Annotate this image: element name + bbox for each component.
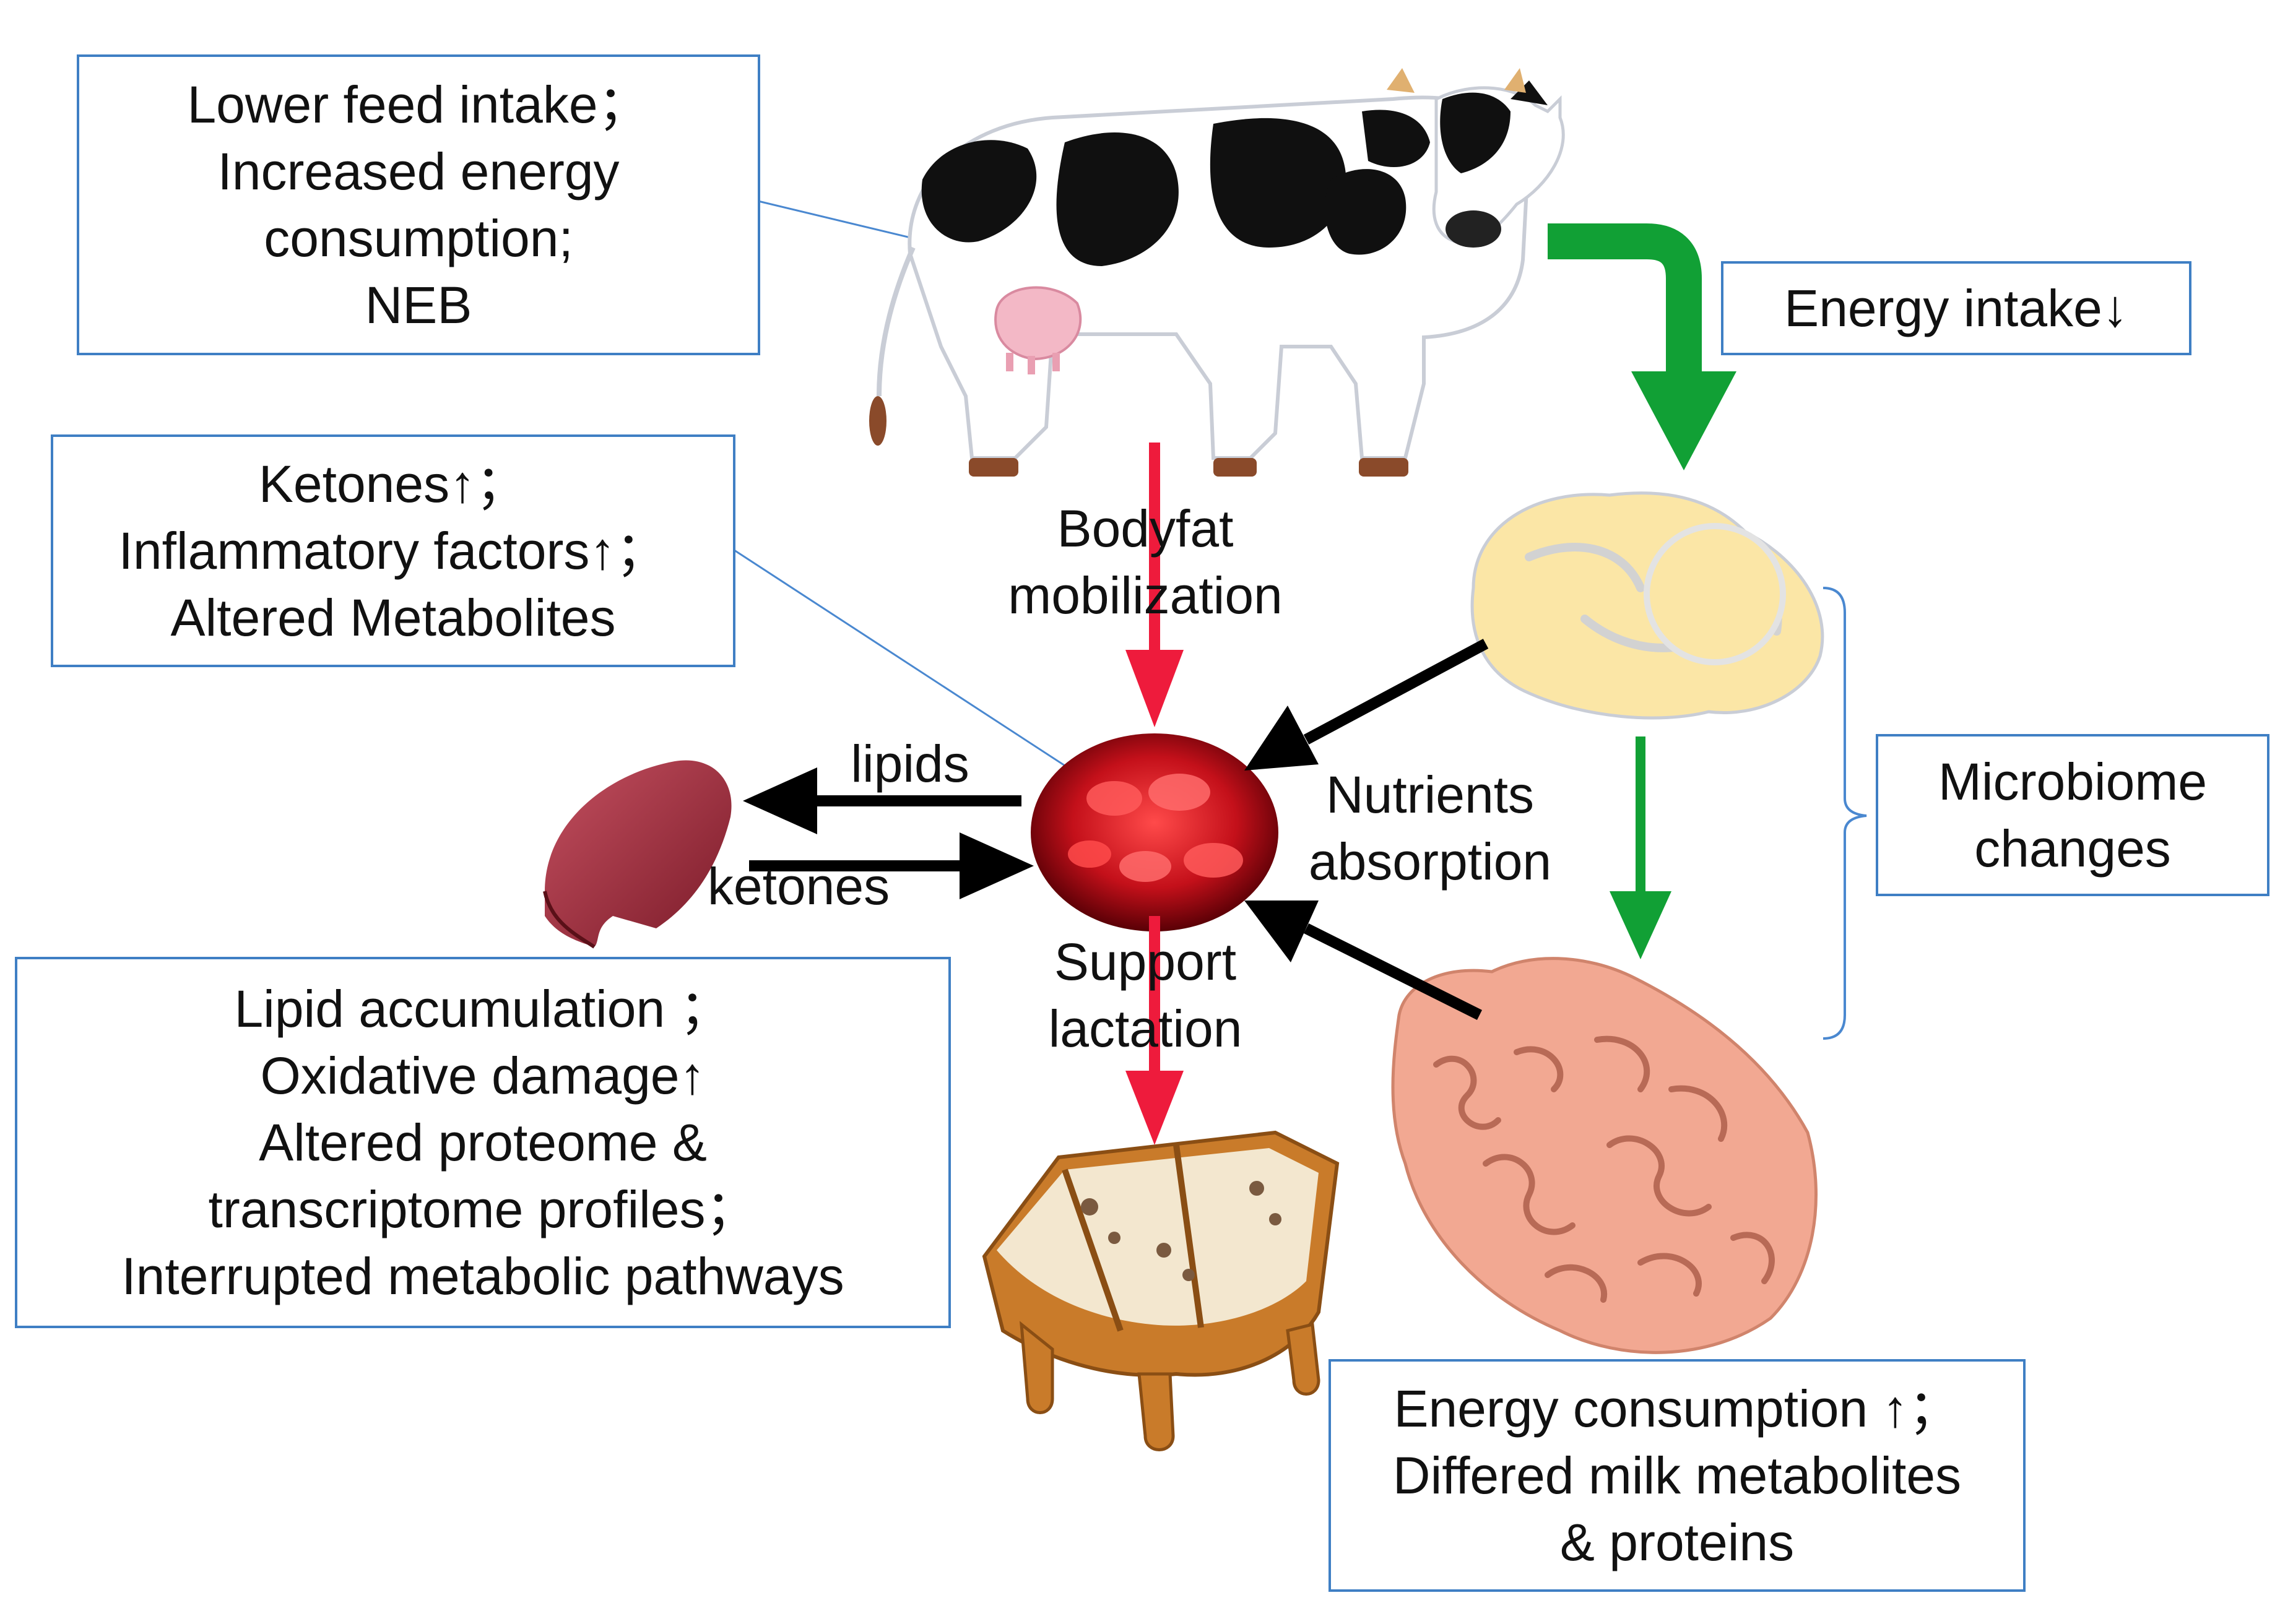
mammary-changes-line: Differed milk metabolites [1392,1446,1962,1505]
mammary-changes-line: & proteins [1559,1513,1795,1571]
liver-changes-line: Lipid accumulation ； [234,980,732,1038]
microbiome-arrow [1610,736,1671,959]
energy-intake-arrow [1548,223,1736,470]
lipids-arrow [743,767,1021,834]
cow-icon [869,68,1565,477]
microbiome-line: Microbiome [1938,753,2208,811]
ketones-arrow [749,832,1034,899]
bodyfat-label: Bodyfat mobilization [972,495,1319,629]
energy-intake-label: Energy intake↓ [1784,279,2128,337]
cow-effects-line: Lower feed intake； [187,76,650,134]
microbiome-box: Microbiome changes [1876,734,2269,896]
mammary-changes-line: Energy consumption ↑； [1394,1380,1961,1438]
cow-effects-box: Lower feed intake； Increased energy cons… [77,54,760,355]
blood-connector-line [730,546,1078,775]
cow-effects-line: NEB [365,276,472,334]
support-label: Support lactation [990,928,1300,1062]
bodyfat-line: Bodyfat [1057,499,1234,558]
cow-effects-line: Increased energy [217,142,620,201]
ketones-label: ketones [707,857,890,915]
blood-changes-line: Inflammatory factors↑； [118,522,668,580]
lipids-label: lipids [851,735,969,793]
nutrients-line: absorption [1308,832,1552,891]
rumen-nutrients-arrow [1244,639,1489,771]
liver-changes-line: Oxidative damage↑ [260,1047,706,1105]
rumen-icon [1470,491,1824,720]
blood-changes-box: Ketones↑； Inflammatory factors↑； Altered… [51,434,735,667]
support-line: Support [1054,933,1237,991]
microbiome-line: changes [1974,819,2171,878]
liver-changes-line: Interrupted metabolic pathways [121,1247,844,1305]
liver-changes-box: Lipid accumulation ； Oxidative damage↑ A… [15,957,951,1328]
blood-icon [1031,733,1278,931]
nutrients-label: Nutrients absorption [1288,761,1572,895]
microbiome-bracket [1823,587,1867,1040]
energy-intake-box: Energy intake↓ [1721,261,2191,355]
support-line: lactation [1048,1000,1242,1058]
bodyfat-arrow [1125,443,1184,727]
liver-icon [543,760,732,949]
lactation-arrow [1125,916,1184,1145]
liver-changes-line: Altered proteome & [259,1113,707,1172]
intestine-nutrients-arrow [1244,901,1483,1021]
cow-effects-line: consumption; [264,209,573,267]
blood-changes-line: Ketones↑； [258,455,528,513]
blood-changes-line: Altered Metabolites [170,589,616,647]
udder-icon [982,1130,1340,1451]
liver-changes-line: transcriptome profiles； [208,1180,758,1238]
bodyfat-line: mobilization [1008,566,1283,624]
intestine-icon [1391,957,1818,1354]
mammary-changes-box: Energy consumption ↑； Differed milk meta… [1329,1359,2026,1592]
nutrients-line: Nutrients [1325,766,1535,824]
